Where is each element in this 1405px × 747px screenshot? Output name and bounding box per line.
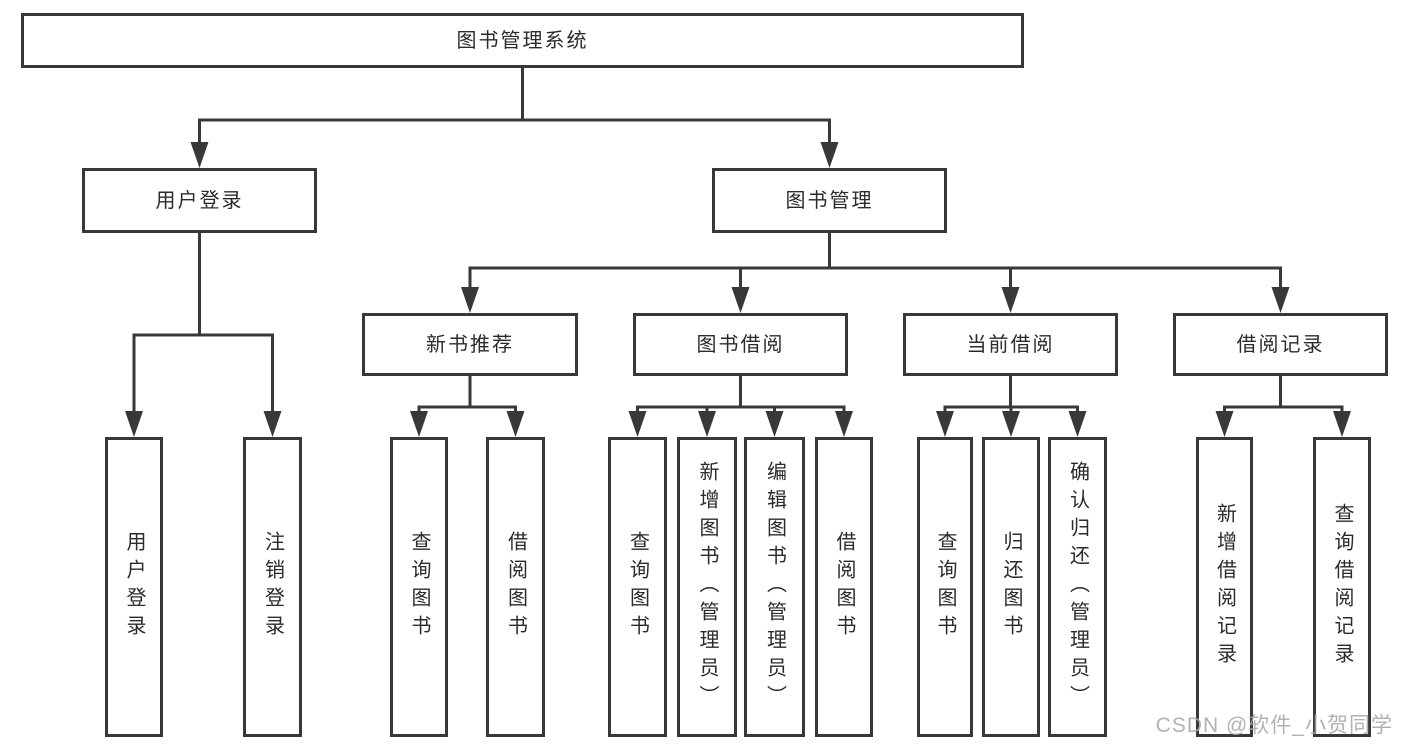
arrowhead-icon — [1215, 411, 1234, 437]
node-cb-confirm: 确认归还（管理员） — [1048, 437, 1107, 737]
node-book-mgmt: 图书管理 — [712, 168, 947, 233]
node-logout-user: 注销登录 — [243, 437, 302, 737]
arrowhead-icon — [820, 142, 839, 168]
arrowhead-icon — [731, 287, 750, 313]
node-bb-add: 新增图书（管理员） — [677, 437, 737, 737]
node-cb-return: 归还图书 — [982, 437, 1040, 737]
arrowhead-icon — [1001, 287, 1020, 313]
arrowhead-icon — [461, 287, 479, 313]
node-book-borrow: 图书借阅 — [633, 313, 848, 376]
arrowhead-icon — [263, 411, 282, 437]
node-nb-borrow: 借阅图书 — [486, 437, 545, 737]
arrowhead-icon — [506, 411, 525, 437]
node-new-books: 新书推荐 — [362, 313, 578, 376]
arrowhead-icon — [190, 142, 209, 168]
arrowhead-icon — [125, 411, 143, 437]
node-borrow-records: 借阅记录 — [1173, 313, 1388, 376]
arrowhead-icon — [936, 411, 954, 437]
csdn-watermark: CSDN @软件_小贺同学 — [1155, 714, 1393, 737]
arrowhead-icon — [1271, 287, 1290, 313]
node-bb-borrow: 借阅图书 — [815, 437, 873, 737]
node-login-user: 用户登录 — [105, 437, 163, 737]
node-bb-edit: 编辑图书（管理员） — [744, 437, 805, 737]
node-user-login: 用户登录 — [82, 168, 317, 233]
arrowhead-icon — [1068, 411, 1087, 437]
arrowhead-icon — [835, 411, 853, 437]
arrowhead-icon — [765, 411, 784, 437]
node-br-query: 查询借阅记录 — [1313, 437, 1371, 737]
arrowhead-icon — [698, 411, 716, 437]
node-nb-query: 查询图书 — [390, 437, 448, 737]
arrowhead-icon — [628, 411, 647, 437]
arrowhead-icon — [410, 411, 428, 437]
node-bb-query: 查询图书 — [608, 437, 667, 737]
node-current-borrow: 当前借阅 — [903, 313, 1118, 376]
node-cb-query: 查询图书 — [917, 437, 973, 737]
arrowhead-icon — [1333, 411, 1351, 437]
node-root: 图书管理系统 — [21, 13, 1024, 68]
node-br-add: 新增借阅记录 — [1196, 437, 1253, 737]
arrowhead-icon — [1002, 411, 1020, 437]
